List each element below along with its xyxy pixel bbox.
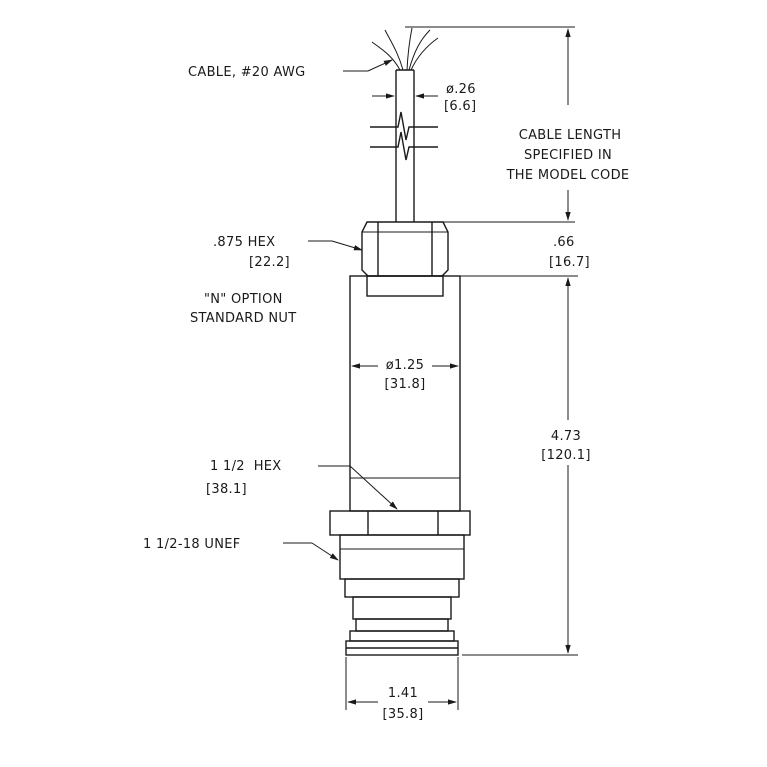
sensor-body [349,275,461,512]
thread-section [339,534,465,656]
nut-option-line-1: "N" OPTION [204,292,283,307]
nut-height-in: .66 [553,235,575,250]
nut-height-mm: [16.7] [549,255,590,270]
cable-diameter-mm: [6.6] [444,99,476,114]
body-length-in: 4.73 [551,429,581,444]
cable-label: CABLE, #20 AWG [188,65,306,80]
cable-length-line-1: CABLE LENGTH [519,128,622,143]
hex-mm: [38.1] [206,482,247,497]
nut-hex-mm: [22.2] [249,255,290,270]
hex-section [329,510,471,536]
hex-in: 1 1/2 HEX [210,459,282,474]
nut-hex-in: .875 HEX [213,235,275,250]
body-diameter-mm: [31.8] [385,377,426,392]
base-diameter-dimension [345,657,459,710]
body-length-dimension [462,277,578,656]
thread-label: 1 1/2-18 UNEF [143,537,241,552]
cable [370,27,439,222]
body-length-mm: [120.1] [541,448,590,463]
nut-option-line-2: STANDARD NUT [190,311,296,326]
base-diameter-in: 1.41 [388,686,418,701]
cable-length-line-3: THE MODEL CODE [506,168,630,183]
leaders [283,59,398,561]
cable-diameter-in: ø.26 [446,82,476,97]
base-diameter-mm: [35.8] [383,707,424,722]
standard-nut [361,221,449,277]
cable-length-dimension [405,26,575,223]
body-diameter-in: ø1.25 [386,358,424,373]
cable-length-line-2: SPECIFIED IN [524,148,612,163]
